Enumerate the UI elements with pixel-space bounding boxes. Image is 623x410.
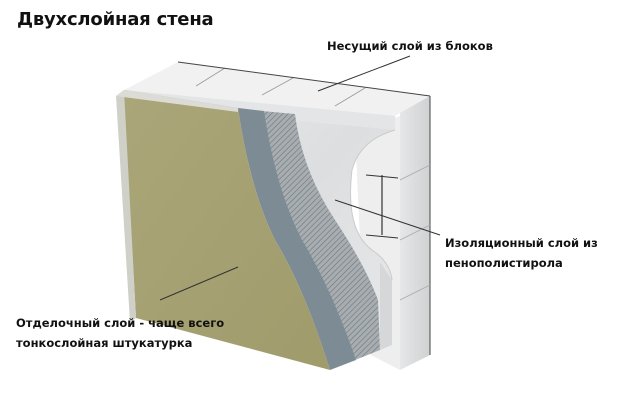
leader-line-insulation [334, 199, 441, 236]
reinforcing-mesh [262, 111, 380, 360]
label-insulation-line2: пенополистирола [445, 256, 563, 270]
label-finish-line1: Отделочный слой - чаще всего [16, 316, 225, 330]
wall-left-edge [116, 90, 136, 322]
leader-line-finish [159, 266, 239, 301]
label-bearing-layer: Несущий слой из блоков [327, 36, 493, 56]
finish-plaster-layer [124, 90, 330, 370]
label-bearing-layer-text: Несущий слой из блоков [327, 39, 493, 53]
leader-line-bearing [317, 55, 411, 92]
diagram-title: Двухслойная стена [17, 9, 214, 30]
label-insulation-line1: Изоляционный слой из [445, 236, 598, 250]
label-finish-layer: Отделочный слой - чаще всего тонкослойна… [16, 313, 224, 353]
label-insulation-layer: Изоляционный слой из пенополистирола [445, 233, 598, 273]
label-finish-line2: тонкослойная штукатурка [16, 336, 193, 350]
base-coat-layer [238, 108, 356, 370]
